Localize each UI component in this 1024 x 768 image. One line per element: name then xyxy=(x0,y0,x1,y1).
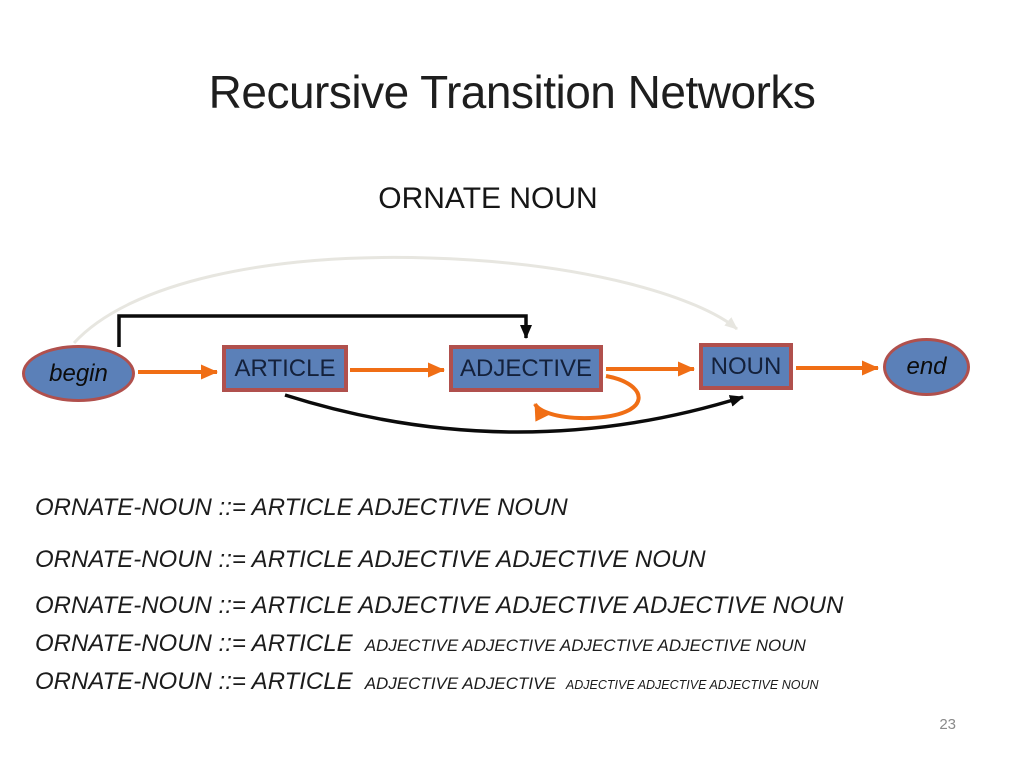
rule-3-segment: ORNATE-NOUN ::= ARTICLE ADJECTIVE ADJECT… xyxy=(35,592,844,619)
rule-1-segment: ORNATE-NOUN ::= ARTICLE ADJECTIVE NOUN xyxy=(35,494,568,521)
rule-line-1: ORNATE-NOUN ::= ARTICLE ADJECTIVE NOUN xyxy=(35,494,568,522)
slide-title: Recursive Transition Networks xyxy=(208,66,816,118)
rule-5-segment-medium: ADJECTIVE ADJECTIVE xyxy=(364,674,556,693)
page-number: 23 xyxy=(939,716,956,733)
node-noun: NOUN xyxy=(699,343,793,390)
edge-article-noun-curve xyxy=(284,393,744,434)
rule-line-2: ORNATE-NOUN ::= ARTICLE ADJECTIVE ADJECT… xyxy=(35,546,706,574)
node-adjective-label: ADJECTIVE xyxy=(459,354,593,382)
rule-5-segment-small: ADJECTIVE ADJECTIVE ADJECTIVE NOUN xyxy=(565,678,819,692)
slide-subtitle: ORNATE NOUN xyxy=(378,182,598,215)
rule-line-5: ORNATE-NOUN ::= ARTICLE ADJECTIVE ADJECT… xyxy=(35,668,819,696)
node-noun-label: NOUN xyxy=(710,352,782,380)
node-end: end xyxy=(883,338,970,396)
node-article-label: ARTICLE xyxy=(234,354,336,382)
node-begin-label: begin xyxy=(49,359,108,387)
edge-begin-noun-faded-arc xyxy=(72,256,738,345)
node-end-label: end xyxy=(906,353,947,380)
rule-4-segment-large: ORNATE-NOUN ::= ARTICLE xyxy=(35,630,353,657)
rule-4-segment-medium: ADJECTIVE ADJECTIVE ADJECTIVE ADJECTIVE … xyxy=(364,636,806,655)
rule-2-segment: ORNATE-NOUN ::= ARTICLE ADJECTIVE ADJECT… xyxy=(35,546,706,573)
rule-5-segment-large: ORNATE-NOUN ::= ARTICLE xyxy=(35,668,353,695)
node-article: ARTICLE xyxy=(222,345,348,392)
node-begin: begin xyxy=(22,345,135,402)
node-adjective: ADJECTIVE xyxy=(449,345,603,392)
edge-begin-adjective-elbow xyxy=(117,314,532,347)
rule-line-4: ORNATE-NOUN ::= ARTICLE ADJECTIVE ADJECT… xyxy=(35,630,806,658)
rule-line-3: ORNATE-NOUN ::= ARTICLE ADJECTIVE ADJECT… xyxy=(35,592,843,620)
